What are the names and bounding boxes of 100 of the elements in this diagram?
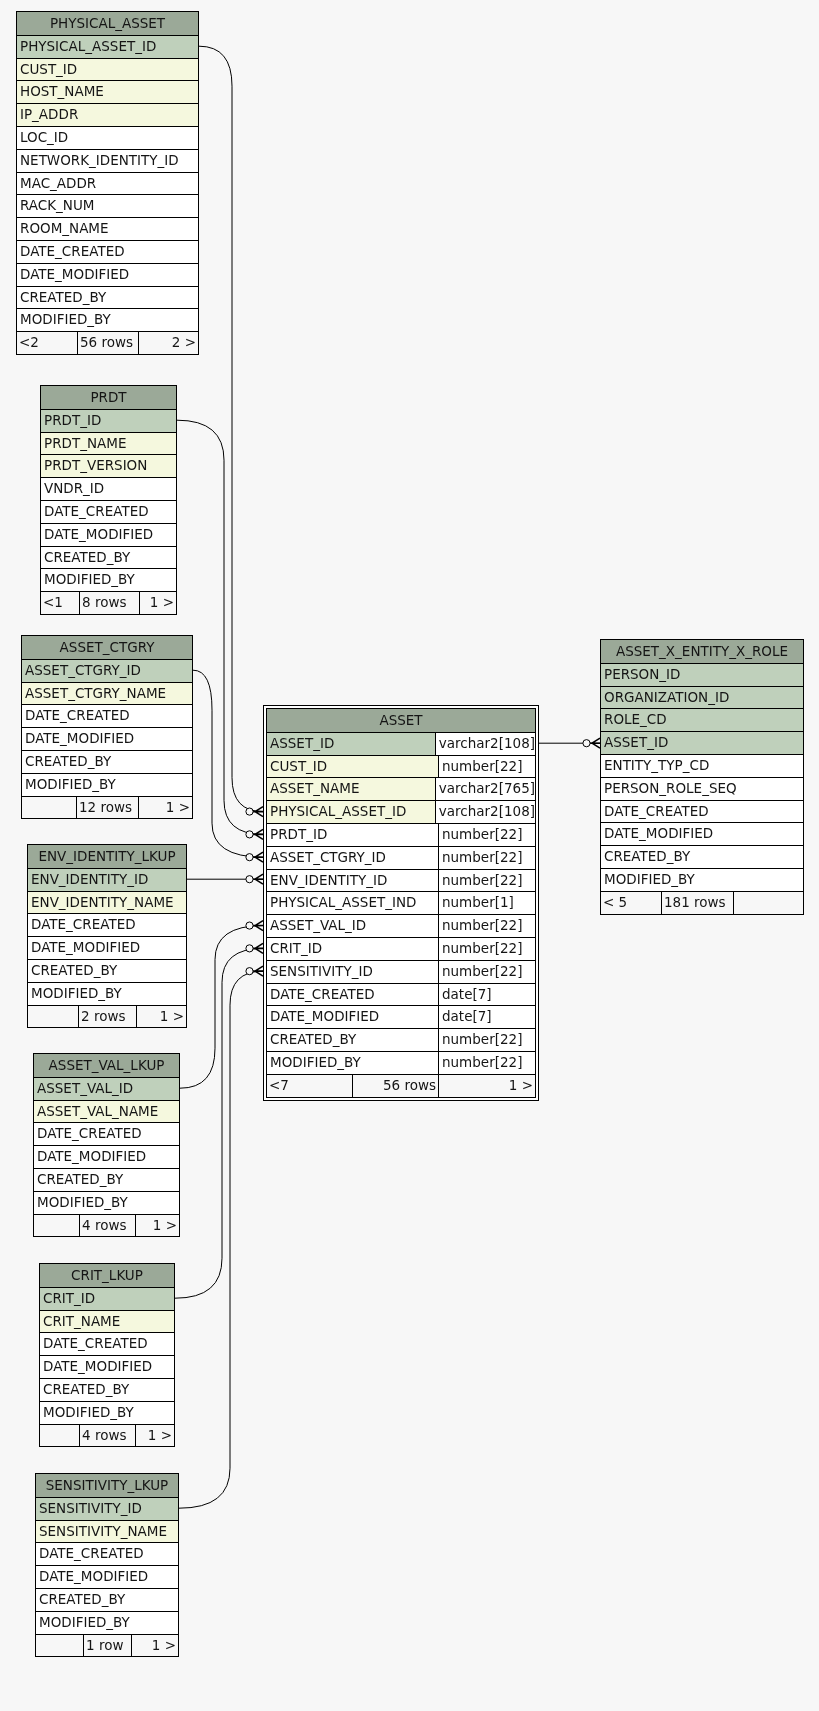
- column-name: ENV_IDENTITY_NAME: [28, 890, 186, 914]
- column-name: ASSET_VAL_ID: [34, 1076, 179, 1100]
- table-footer: [267, 1073, 535, 1097]
- column-name: ASSET_VAL_NAME: [34, 1099, 179, 1123]
- entity-table: [27, 844, 187, 1029]
- table-row: [267, 959, 535, 983]
- column-name: PERSON_ID: [601, 662, 803, 686]
- row-count: 1 row: [83, 1634, 131, 1657]
- child-count: 2 >: [138, 332, 198, 354]
- child-count: 1 >: [135, 1214, 179, 1237]
- row-count: 4 rows: [79, 1424, 135, 1447]
- table-footer: [40, 1423, 174, 1447]
- relationship-line: [186, 873, 264, 885]
- column-name: PHYSICAL_ASSET_ID: [17, 34, 198, 58]
- relationship-line: [538, 737, 601, 749]
- entity-table: [39, 1263, 175, 1448]
- column-name: SENSITIVITY_ID: [36, 1496, 178, 1520]
- entity-table: [35, 1473, 179, 1658]
- parent-count: < 5: [602, 892, 629, 912]
- table-name: PHYSICAL_ASSET: [17, 12, 198, 35]
- data-type: number[22]: [438, 937, 535, 960]
- table-name: PRDT: [41, 386, 176, 409]
- row-count: 12 rows: [76, 796, 138, 819]
- table-row: [267, 731, 535, 755]
- table-name: ASSET_VAL_LKUP: [34, 1054, 179, 1077]
- column-name: PRDT_ID: [41, 408, 176, 432]
- relationship-line: [198, 45, 265, 818]
- table-row: [267, 868, 535, 892]
- table-footer: [601, 890, 803, 914]
- column-name: CRIT_ID: [40, 1286, 174, 1310]
- table-name: CRIT_LKUP: [40, 1264, 174, 1287]
- table-row: [267, 823, 535, 846]
- data-type: varchar2[108]: [434, 732, 535, 755]
- child-count: 1 >: [135, 1424, 174, 1447]
- relationship-line: [179, 919, 264, 1089]
- parent-count: <2: [18, 333, 40, 353]
- column-name: CUST_ID: [17, 57, 198, 81]
- table-row: [267, 777, 535, 801]
- relationship-line: [174, 942, 264, 1299]
- table-footer: [28, 1004, 186, 1028]
- entity-table: [33, 1053, 180, 1238]
- child-count: 1 >: [138, 796, 192, 819]
- row-count: 181 rows: [661, 891, 733, 914]
- table-name: ASSET_CTGRY: [22, 636, 192, 659]
- table-footer: [34, 1213, 179, 1237]
- column-name: PHYSICAL_ASSET_ID: [267, 801, 435, 823]
- table-row: [267, 1050, 535, 1074]
- child-count: 1 >: [136, 1005, 186, 1028]
- table-footer: [22, 795, 192, 819]
- row-count: 56 rows: [352, 1074, 438, 1097]
- row-count: 56 rows: [77, 332, 138, 354]
- child-count: 1 >: [131, 1634, 178, 1657]
- column-name: ORGANIZATION_ID: [601, 685, 803, 709]
- column-name: ASSET_NAME: [267, 778, 435, 801]
- table-footer: [36, 1633, 178, 1657]
- table-row: [267, 914, 535, 937]
- row-count: 8 rows: [79, 592, 139, 614]
- column-name: ASSET_CTGRY_NAME: [22, 681, 192, 705]
- data-type: number[22]: [438, 846, 535, 869]
- data-type: number[22]: [438, 1051, 535, 1074]
- data-type: number[22]: [438, 1029, 535, 1051]
- column-name: ASSET_ID: [601, 731, 803, 754]
- table-name: ENV_IDENTITY_LKUP: [28, 845, 186, 868]
- entity-table: [263, 705, 539, 1101]
- parent-count: <1: [42, 593, 64, 613]
- column-name: SENSITIVITY_NAME: [36, 1519, 178, 1543]
- table-name: SENSITIVITY_LKUP: [36, 1474, 178, 1497]
- table-name: ASSET: [267, 709, 535, 732]
- relationship-line: [176, 419, 264, 841]
- entity-table: [40, 385, 177, 615]
- data-type: number[22]: [438, 824, 535, 846]
- entity-table: [21, 635, 193, 820]
- column-name: ASSET_ID: [267, 732, 435, 755]
- child-count: 1 >: [438, 1074, 535, 1097]
- column-name: CRIT_NAME: [40, 1309, 174, 1333]
- table-name: ASSET_X_ENTITY_X_ROLE: [601, 640, 803, 663]
- table-row: [267, 891, 535, 915]
- entity-table: [16, 11, 199, 355]
- child-count: 1 >: [139, 592, 176, 614]
- table-footer: [17, 331, 198, 354]
- data-type: varchar2[108]: [434, 801, 535, 823]
- column-name: IP_ADDR: [17, 103, 198, 126]
- column-name: PRDT_NAME: [41, 431, 176, 455]
- table-row: [267, 936, 535, 960]
- relationship-line: [192, 669, 264, 863]
- table-footer: [41, 591, 176, 614]
- column-name: ROLE_CD: [601, 708, 803, 732]
- table-row: [267, 982, 535, 1006]
- parent-count: <7: [268, 1075, 290, 1095]
- column-name: PRDT_VERSION: [41, 454, 176, 478]
- column-name: ASSET_CTGRY_ID: [22, 658, 192, 682]
- row-count: 4 rows: [79, 1214, 135, 1237]
- data-type: number[22]: [438, 960, 535, 983]
- column-name: HOST_NAME: [17, 80, 198, 104]
- column-name: CUST_ID: [267, 755, 438, 778]
- table-row: [267, 800, 535, 823]
- column-name: ENV_IDENTITY_ID: [28, 867, 186, 891]
- relationship-line: [178, 965, 264, 1509]
- table-row: [267, 1028, 535, 1051]
- entity-table: [600, 639, 804, 915]
